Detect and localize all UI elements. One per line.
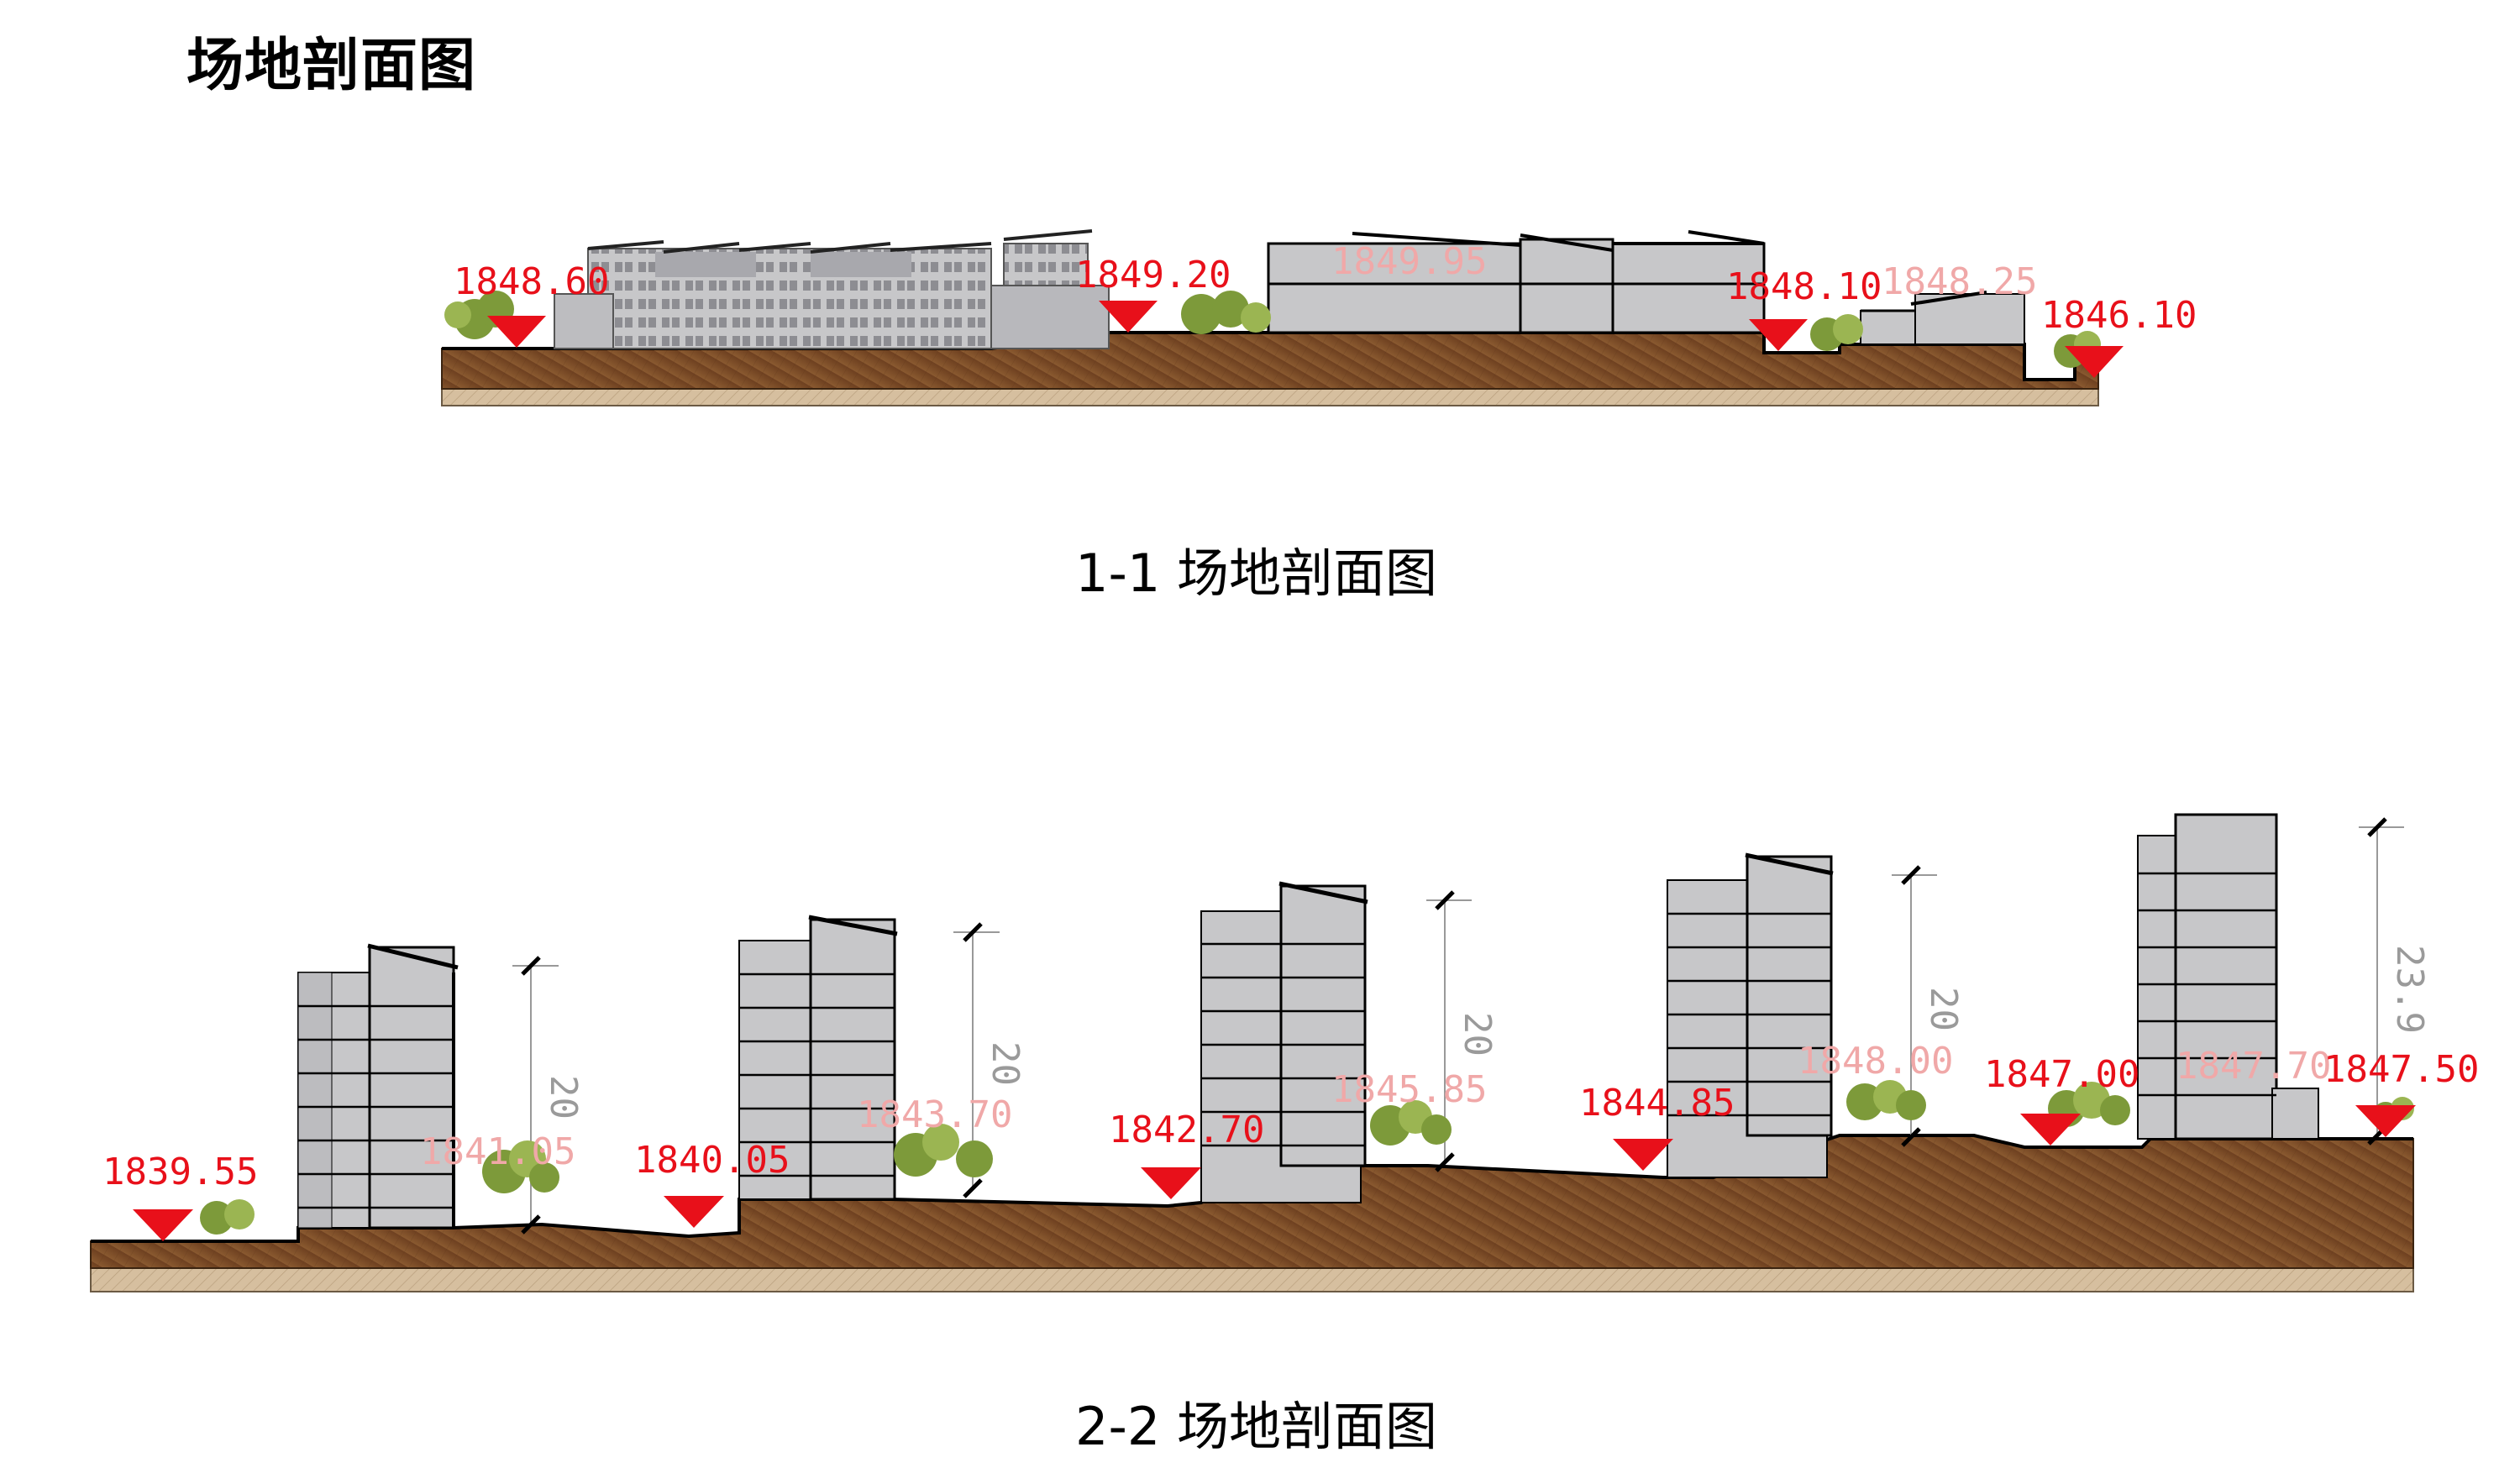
dimension-labels: 20 20 20 20 23.9	[542, 945, 2431, 1119]
elevation-label: 1849.95	[1331, 240, 1487, 283]
elevation-markers-1-1: 1848.60 1849.20 1849.95 1848.10 1848.25 …	[454, 240, 2197, 378]
dimension-label: 20	[542, 1075, 585, 1119]
base-strip	[441, 388, 2099, 406]
elevation-label: 1841.05	[420, 1130, 575, 1173]
dimension-label: 23.9	[2388, 945, 2431, 1034]
apartment-building	[1667, 852, 1834, 1178]
elevation-label: 1839.55	[102, 1151, 258, 1193]
elevation-label: 1845.85	[1331, 1068, 1487, 1111]
elevation-label: 1847.70	[2176, 1045, 2331, 1088]
apartment-building	[2137, 813, 2319, 1140]
elevation-label: 1849.20	[1075, 254, 1231, 296]
elevation-label: 1846.10	[2041, 294, 2197, 337]
elevation-label: 1848.10	[1726, 265, 1882, 308]
dimension-label: 20	[984, 1041, 1026, 1086]
apartment-building	[297, 943, 459, 1229]
elevation-markers-2-2: 1839.55 1841.05 1840.05 1843.70 1842.70 …	[102, 1040, 2479, 1241]
section-2-2: 20 20 20 20 23.9	[90, 813, 2479, 1292]
section-1-1: 1848.60 1849.20 1849.95 1848.10 1848.25 …	[441, 229, 2197, 406]
building-section-right	[1860, 291, 2025, 345]
elevation-label: 1848.25	[1882, 260, 2037, 303]
trees-2-2	[200, 1080, 2414, 1235]
apartment-building	[738, 915, 898, 1201]
section-caption-2-2: 2-2 场地剖面图	[1075, 1396, 1437, 1457]
elevation-label: 1848.00	[1798, 1040, 1953, 1083]
elevation-label: 1842.70	[1109, 1109, 1264, 1151]
elevation-label: 1847.50	[2323, 1048, 2479, 1091]
elevation-label: 1840.05	[634, 1139, 790, 1182]
apartment-building	[1200, 881, 1368, 1203]
townhouse-row	[554, 229, 1110, 349]
page-title: 场地剖面图	[186, 33, 477, 99]
base-strip	[90, 1267, 2414, 1292]
dimension-label: 20	[1922, 987, 1965, 1031]
elevation-label: 1843.70	[857, 1093, 1012, 1136]
elevation-label: 1847.00	[1984, 1053, 2139, 1096]
section-caption-1-1: 1-1 场地剖面图	[1075, 543, 1437, 604]
dimension-label: 20	[1456, 1012, 1499, 1056]
elevation-label: 1844.85	[1579, 1082, 1735, 1125]
building-section-middle	[1267, 230, 1766, 334]
elevation-label: 1848.60	[454, 260, 609, 303]
